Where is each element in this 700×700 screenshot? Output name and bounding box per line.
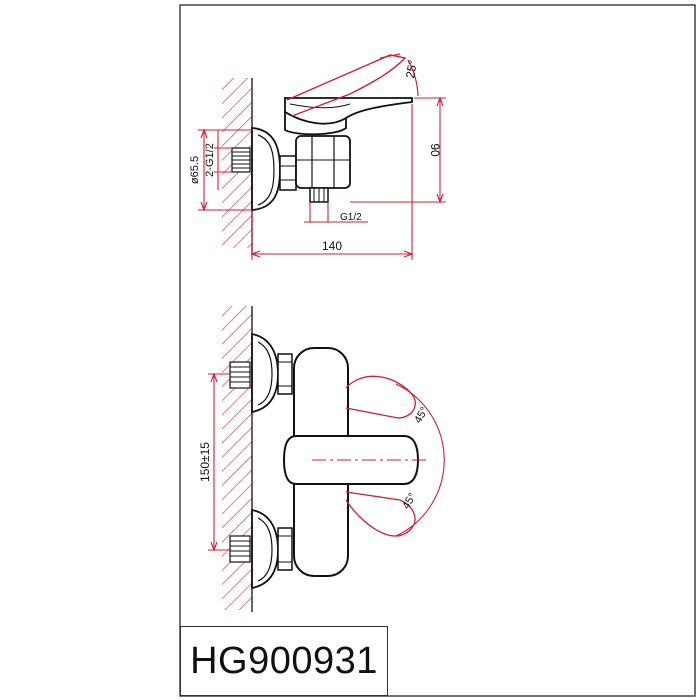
side-mixer-body xyxy=(295,135,351,189)
outlet-label: G1/2 xyxy=(340,212,362,223)
front-wall-hatching xyxy=(222,306,252,610)
drawing-frame xyxy=(179,4,696,697)
front-lower-inlet xyxy=(229,508,293,590)
length-label: 140 xyxy=(322,239,342,253)
side-inlet-thread xyxy=(231,147,251,173)
side-connector xyxy=(279,155,297,191)
model-number: HG900931 xyxy=(190,639,378,682)
model-number-box: HG900931 xyxy=(180,626,388,696)
side-handle-raised xyxy=(286,54,407,117)
rotation-arc xyxy=(395,383,445,537)
inlet-label: 2-G1/2 xyxy=(204,143,216,177)
angle-arc xyxy=(407,59,419,97)
diameter-label: ø65.5 xyxy=(189,156,201,184)
height-label: 90 xyxy=(428,143,442,157)
handle-rotated-up xyxy=(345,375,416,419)
front-upper-inlet xyxy=(229,332,293,414)
angle-label: 25° xyxy=(403,59,420,79)
rotation-lower-label: 45° xyxy=(400,491,419,511)
front-view: 45° 45° 150±15 xyxy=(198,306,445,612)
side-handle xyxy=(284,97,413,125)
side-view: 25° 90 ø65.5 2-G1/2 G1/2 140 xyxy=(189,53,446,260)
handle-rotated-down xyxy=(345,491,416,537)
spacing-label: 150±15 xyxy=(198,442,212,482)
